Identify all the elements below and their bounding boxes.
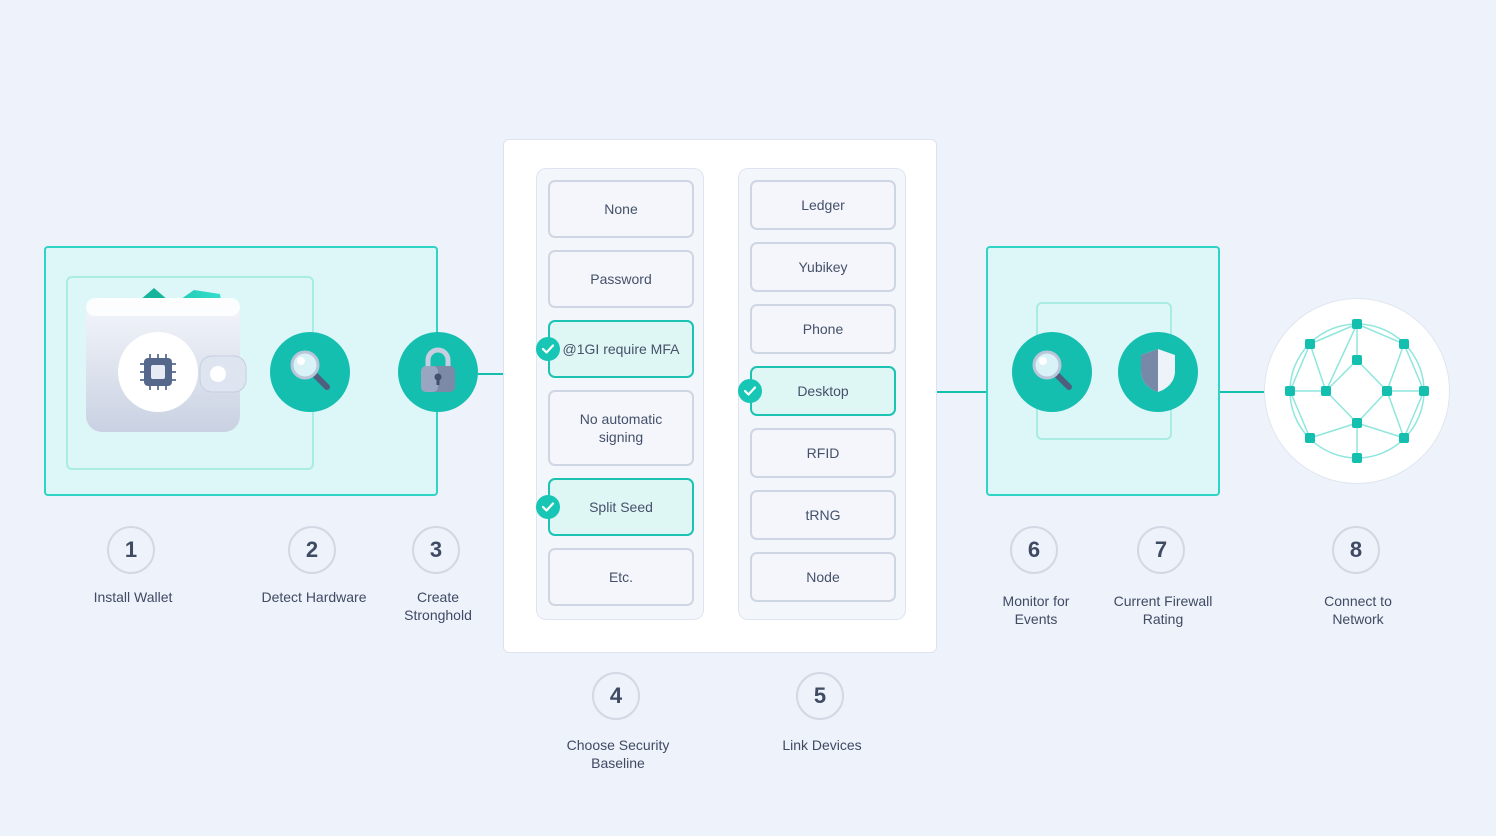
option-label: No automatic signing <box>579 411 663 445</box>
step-label-1: Install Wallet <box>93 589 173 605</box>
create-stronghold-node <box>398 332 478 412</box>
option-label: Etc. <box>608 569 634 585</box>
option-label: Desktop <box>797 383 849 399</box>
detect-hardware-node <box>270 332 350 412</box>
option-label: Yubikey <box>798 259 848 275</box>
padlock-icon <box>418 347 458 398</box>
device-option-desktop[interactable]: Desktop <box>750 366 896 416</box>
option-label: @1GI require MFA <box>562 341 680 357</box>
baseline-option-1gi-require-mfa[interactable]: @1GI require MFA <box>548 320 694 378</box>
step-label-3: Create Stronghold <box>404 589 472 623</box>
baseline-option-etc[interactable]: Etc. <box>548 548 694 606</box>
option-label: Phone <box>802 321 844 337</box>
step-label-2: Detect Hardware <box>261 589 367 605</box>
option-label: Node <box>806 569 840 585</box>
baseline-option-split-seed[interactable]: Split Seed <box>548 478 694 536</box>
baseline-option-no-automatic-signing[interactable]: No automatic signing <box>548 390 694 466</box>
check-icon <box>738 379 762 403</box>
chip-icon <box>118 332 198 412</box>
step-label-7: Current Firewall Rating <box>1113 593 1213 627</box>
monitor-events-node <box>1012 332 1092 412</box>
step-number-8: 8 <box>1332 526 1380 574</box>
step-number-4: 4 <box>592 672 640 720</box>
baseline-option-none[interactable]: None <box>548 180 694 238</box>
step-number-2: 2 <box>288 526 336 574</box>
device-option-phone[interactable]: Phone <box>750 304 896 354</box>
option-label: Password <box>590 271 652 287</box>
step-number-7: 7 <box>1137 526 1185 574</box>
baseline-option-password[interactable]: Password <box>548 250 694 308</box>
step-number-3: 3 <box>412 526 460 574</box>
magnifier-icon <box>1029 347 1075 398</box>
option-label: Split Seed <box>589 499 653 515</box>
check-icon <box>536 337 560 361</box>
option-label: Ledger <box>801 197 845 213</box>
shield-icon <box>1138 347 1178 398</box>
step-label-6: Monitor for Events <box>1002 593 1070 627</box>
option-label: None <box>604 201 638 217</box>
device-option-trng[interactable]: tRNG <box>750 490 896 540</box>
device-option-ledger[interactable]: Ledger <box>750 180 896 230</box>
step-number-5: 5 <box>796 672 844 720</box>
step-number-6: 6 <box>1010 526 1058 574</box>
option-label: RFID <box>806 445 840 461</box>
option-label: tRNG <box>805 507 841 523</box>
device-option-yubikey[interactable]: Yubikey <box>750 242 896 292</box>
firewall-rating-node <box>1118 332 1198 412</box>
step-label-5: Link Devices <box>782 737 862 753</box>
step-label-4: Choose Security Baseline <box>566 737 670 771</box>
check-icon <box>536 495 560 519</box>
network-node <box>1264 298 1450 484</box>
magnifier-icon <box>287 347 333 398</box>
step-number-1: 1 <box>107 526 155 574</box>
device-option-rfid[interactable]: RFID <box>750 428 896 478</box>
device-option-node[interactable]: Node <box>750 552 896 602</box>
step-label-8: Connect to Network <box>1324 593 1392 627</box>
